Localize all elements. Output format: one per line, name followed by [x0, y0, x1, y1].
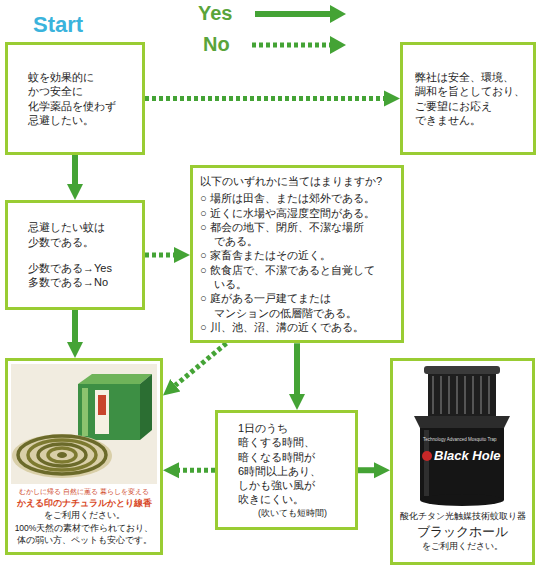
- box-text: (吹いても短時間): [238, 508, 347, 520]
- flow-box: 忌避したい蚊は 少数である。少数である→Yes 多数である→No: [5, 200, 145, 310]
- trap-ring: [414, 416, 510, 428]
- trap-slat: [472, 376, 474, 414]
- flow-box: 弊社は安全、環境、 調和を旨としており、 ご要望にお応え できません。: [400, 42, 536, 155]
- flow-arrow: [175, 343, 226, 385]
- trap-body: [420, 428, 504, 500]
- package-front: [78, 384, 140, 440]
- legend-no-line: [252, 43, 331, 48]
- legend-text: No: [203, 32, 230, 56]
- label-text: Black Hole: [434, 448, 500, 464]
- package-label: [95, 390, 109, 434]
- trap-slat: [480, 376, 482, 414]
- box-text: 以下のいずれかに当てはまりますか?: [200, 174, 394, 188]
- box-text: ○ 場所は田舎、または郊外である。: [200, 191, 394, 205]
- flow-box: 1日のうち 暗くする時間、 暗くなる時間が 6時間以上あり、 しかも強い風が 吹…: [215, 410, 358, 530]
- flow-arrow: [72, 155, 78, 184]
- trap-logo: [422, 451, 432, 461]
- box-text: ○ 飲食店で、不潔であると自覚して いる。: [200, 263, 394, 292]
- box-text: 1日のうち 暗くする時間、 暗くなる時間が 6時間以上あり、 しかも強い風が 吹…: [238, 421, 347, 507]
- coil-ring: [18, 436, 106, 474]
- flow-box: 蚊を効果的に かつ安全に 化学薬品を使わず 忌避したい。: [5, 42, 145, 155]
- trap-slat: [464, 376, 466, 414]
- box-text: ブラックホール: [397, 524, 528, 541]
- flow-arrow: [72, 310, 78, 342]
- label-text: Technology Advanced Mosquito Trap: [423, 437, 497, 442]
- trap-base: [420, 494, 504, 506]
- package-stripe: [82, 388, 88, 436]
- flow-box: 以下のいずれかに当てはまりますか? ○ 場所は田舎、または郊外である。○ 近くに水…: [190, 165, 404, 343]
- box-text: ○ 庭がある一戸建てまたは マンションの低層階である。: [200, 291, 394, 320]
- box-text: 酸化チタン光触媒技術蚊取り器: [397, 511, 528, 523]
- trap-slat: [488, 376, 490, 414]
- legend-text: Yes: [198, 1, 232, 25]
- box-text: 100%天然の素材で作られており、 体の弱い方、ペットも安心です。: [12, 523, 156, 545]
- box-text: 忌避したい蚊は 少数である。: [28, 220, 134, 249]
- box-text: ○ 近くに水場や高湿度空間がある。: [200, 206, 394, 220]
- trap-slat: [448, 376, 450, 414]
- flow-box: むかしに帰る 自然に薫る 暮らしを変えるかえる印のナチュラルかとり線香をご利用く…: [5, 358, 163, 555]
- flow-arrow: [179, 468, 215, 473]
- box-text: をご利用ください。: [397, 541, 528, 553]
- trap-cap: [424, 366, 500, 374]
- package-label-mark: [98, 395, 106, 415]
- legend-no-head: [330, 36, 346, 54]
- trap-slat: [440, 376, 442, 414]
- box-text: をご利用ください。: [12, 510, 156, 522]
- coil-ring: [48, 448, 76, 462]
- box-text: 弊社は安全、環境、 調和を旨としており、 ご要望にお応え できません。: [415, 70, 529, 127]
- product-photo-ground: [11, 364, 157, 484]
- trap-slat: [456, 376, 458, 414]
- coil-ring: [28, 440, 96, 470]
- flow-arrow: [145, 96, 384, 101]
- box-text: ○ 川、池、沼、溝の近くである。: [200, 320, 394, 334]
- flow-arrow: [294, 343, 300, 394]
- trap-slat: [432, 376, 434, 414]
- box-text: 蚊を効果的に かつ安全に 化学薬品を使わず 忌避したい。: [28, 70, 134, 127]
- coil-ring: [38, 444, 86, 466]
- box-text: 少数である→Yes 多数である→No: [28, 261, 134, 290]
- box-text: むかしに帰る 自然に薫る 暮らしを変える: [12, 487, 156, 496]
- coil-tray: [12, 434, 112, 478]
- flow-arrow: [145, 253, 174, 258]
- coil-center: [57, 452, 67, 458]
- legend-yes-line: [255, 11, 331, 17]
- box-text: かえる印のナチュラルかとり線香: [12, 498, 156, 510]
- label-text: Start: [33, 12, 83, 38]
- box-text: ○ 家畜舎またはその近く。: [200, 248, 394, 262]
- legend-yes-head: [330, 5, 346, 23]
- box-text: ○ 都会の地下、閉所、不潔な場所 である。: [200, 220, 394, 249]
- package-side: [140, 374, 152, 440]
- trap-grille: [428, 374, 496, 416]
- package-top: [78, 374, 152, 384]
- flow-arrow: [358, 467, 374, 473]
